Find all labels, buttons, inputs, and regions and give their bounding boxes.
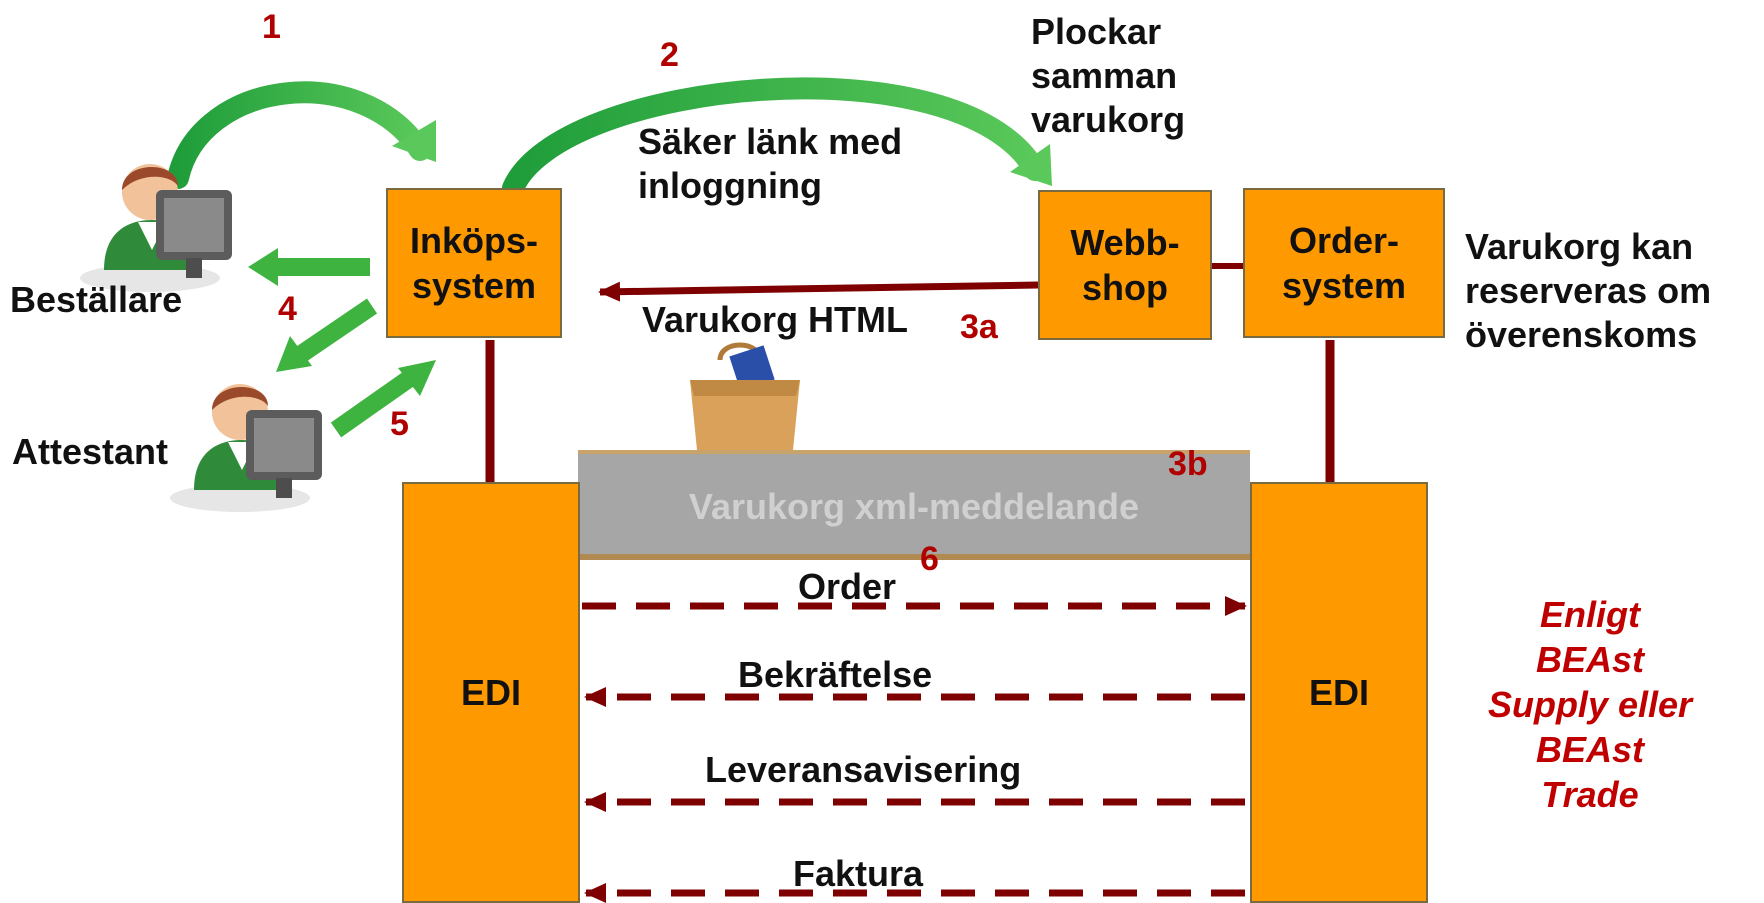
attestant-label: Attestant <box>12 431 169 472</box>
curved-arrow-1 <box>167 81 436 189</box>
step-4: 4 <box>278 290 297 328</box>
bekraftelse-label: Bekräftelse <box>738 654 933 695</box>
standard-note: Enligt BEAst Supply eller BEAst Trade <box>1487 594 1693 815</box>
inkopsystem-label: Inköps- system <box>409 220 538 306</box>
step-2: 2 <box>660 36 679 74</box>
bestallare-label: Beställare <box>10 279 183 320</box>
step-3b: 3b <box>1168 445 1208 483</box>
plockar-label: Plockar samman varukorg <box>1031 11 1186 140</box>
edi-left-label: EDI <box>460 672 521 713</box>
step-6: 6 <box>920 540 939 578</box>
step-5: 5 <box>390 405 409 443</box>
ordersystem-label: Order- system <box>1281 220 1407 306</box>
ordersystem-box: Order- system <box>1243 188 1445 338</box>
webbshop-box: Webb- shop <box>1038 190 1212 340</box>
edi-right-box: EDI <box>1250 482 1428 903</box>
step-3a: 3a <box>960 308 998 346</box>
step-1: 1 <box>262 8 281 46</box>
edi-left-box: EDI <box>402 482 580 903</box>
edi-right-label: EDI <box>1308 672 1369 713</box>
arrow-5-to-inkop <box>330 360 436 438</box>
reserve-label: Varukorg kan reserveras om överenskoms <box>1465 226 1712 355</box>
curved-arrow-2 <box>502 77 1052 199</box>
arrow-4-to-attestant <box>276 298 378 372</box>
xml-message-band: Varukorg xml-meddelande <box>578 450 1250 560</box>
secure-link-label: Säker länk med inloggning <box>638 121 903 206</box>
leverans-label: Leveransavisering <box>705 749 1022 790</box>
arrow-4-to-bestallare <box>248 248 370 286</box>
person-at-computer-icon <box>170 384 322 512</box>
inkopsystem-box: Inköps- system <box>386 188 562 338</box>
order-label: Order <box>798 566 897 607</box>
faktura-label: Faktura <box>793 853 924 894</box>
arrow-varukorg-html <box>598 281 1039 302</box>
varukorg-html-label: Varukorg HTML <box>642 299 909 340</box>
webbshop-label: Webb- shop <box>1070 222 1180 308</box>
xml-message-label: Varukorg xml-meddelande <box>688 486 1140 527</box>
person-at-computer-icon <box>80 164 232 292</box>
